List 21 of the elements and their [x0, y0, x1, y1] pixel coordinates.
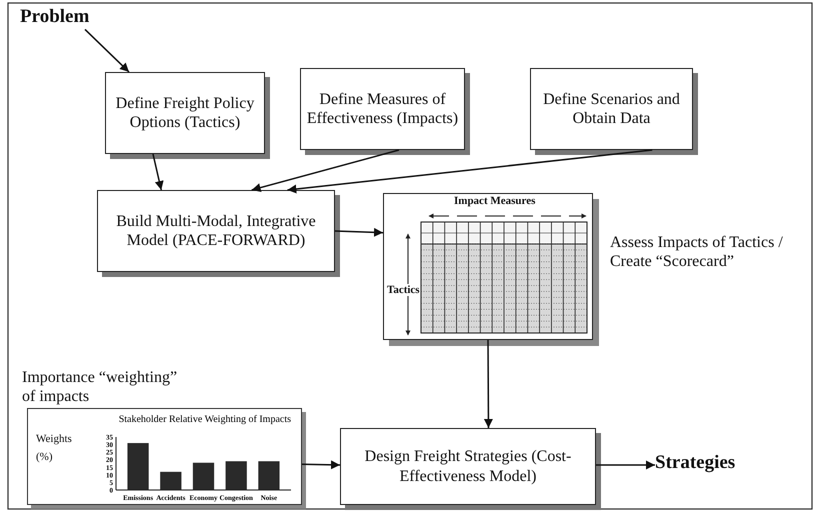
- arrow: [84, 28, 130, 73]
- flow-label: Problem: [20, 6, 120, 32]
- arrow: [152, 154, 164, 190]
- box-text: Design Freight Strategies (Cost-Effectiveness Model): [364, 447, 572, 486]
- axis-label: Weights (%): [36, 432, 73, 465]
- box-text: Define Measures of Effectiveness (Impacts): [306, 90, 460, 128]
- side-caption: Importance “weighting” of impacts: [22, 368, 178, 406]
- arrow: [302, 460, 340, 470]
- box-text: Define Scenarios and Obtain Data: [542, 90, 681, 128]
- arrow: [252, 149, 400, 192]
- arrow: [596, 460, 655, 470]
- side-caption: Assess Impacts of Tactics / Create “Scorecard”: [610, 233, 784, 272]
- box-text: Build Multi-Modal, Integrative Model (PACE-FORWARD): [115, 212, 317, 250]
- flow-label: Strategies: [655, 452, 765, 478]
- chart-title: Stakeholder Relative Weighting of Impacts: [118, 414, 291, 425]
- box-text: Define Freight Policy Options (Tactics): [114, 94, 256, 132]
- axis-label: Tactics: [387, 284, 420, 296]
- arrow: [484, 340, 493, 428]
- table-heading: Impact Measures: [454, 195, 536, 207]
- arrow: [287, 149, 652, 194]
- arrow: [334, 228, 384, 237]
